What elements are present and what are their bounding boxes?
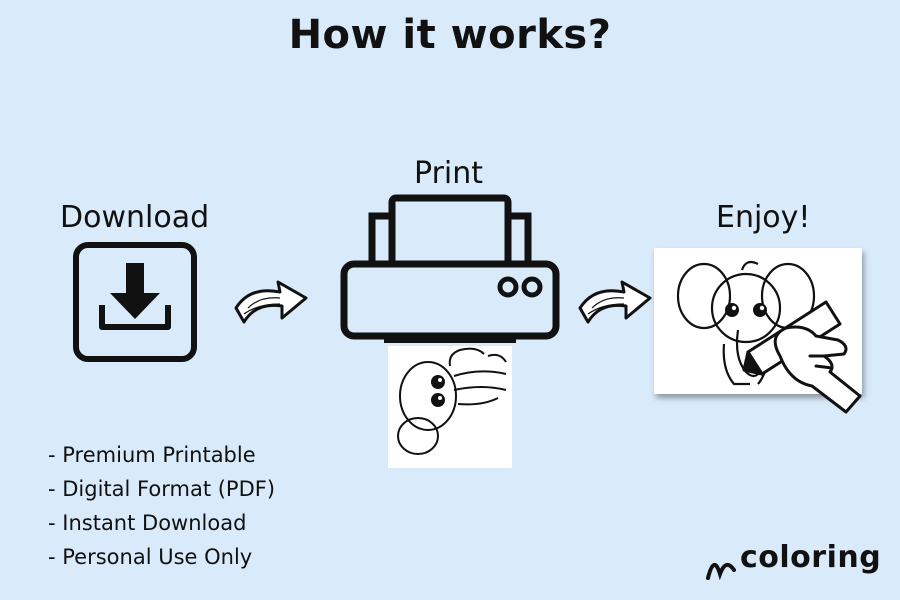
brand-logo: coloring	[740, 540, 882, 575]
feature-item: Premium Printable	[48, 438, 275, 472]
printed-elephant-page	[388, 346, 512, 468]
feature-list: Premium Printable Digital Format (PDF) I…	[48, 438, 275, 574]
step-label-enjoy: Enjoy!	[716, 200, 811, 235]
page-title: How it works?	[288, 12, 612, 58]
curved-arrow-icon	[234, 280, 308, 324]
feature-item: Instant Download	[48, 506, 275, 540]
brand-logo-mark	[706, 562, 736, 581]
feature-item: Digital Format (PDF)	[48, 472, 275, 506]
step-label-download: Download	[60, 200, 210, 235]
curved-arrow-icon	[578, 280, 652, 324]
feature-item: Personal Use Only	[48, 540, 275, 574]
download-icon	[73, 242, 197, 362]
hand-with-pencil-icon	[742, 300, 862, 414]
step-label-print: Print	[414, 156, 484, 191]
printer-icon	[340, 194, 560, 343]
